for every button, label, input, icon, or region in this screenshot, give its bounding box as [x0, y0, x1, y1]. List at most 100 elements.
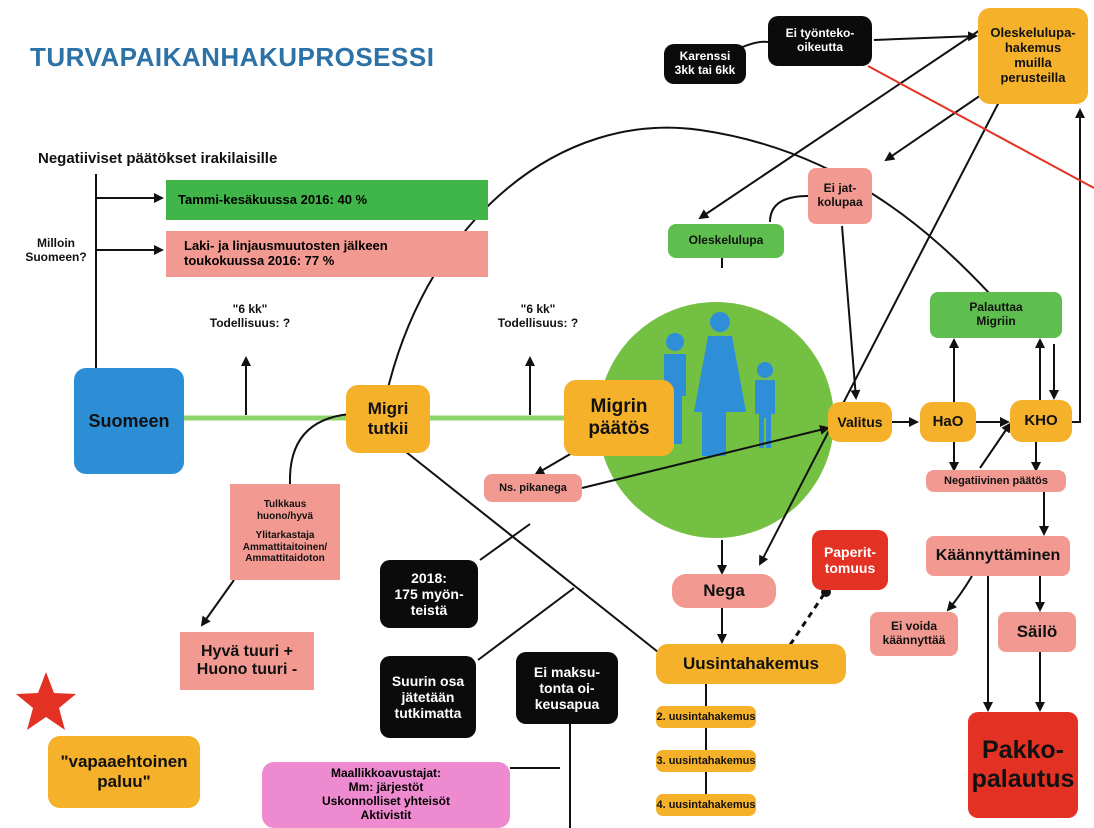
stats-question: Milloin Suomeen?	[25, 236, 87, 265]
reality-1: Todellisuus: ?	[209, 316, 291, 331]
negatiivinen-paatos-node: Negatiivinen päätös	[926, 470, 1066, 492]
suurin-line2: jätetään	[401, 688, 455, 705]
paperittomuus-node: Paperit- tomuus	[812, 530, 888, 590]
tulkkaus-line1: Tulkkaus	[263, 499, 307, 511]
muilla-line3: muilla	[1014, 55, 1052, 70]
ei-jatkolupaa-line1: Ei jat-	[823, 181, 857, 196]
vapaaehtoinen-line1: "vapaaehtoinen	[60, 752, 188, 772]
migri-tutkii-line1: Migri	[367, 399, 409, 419]
nega-label: Nega	[703, 581, 745, 601]
karenssi-line2: 3kk tai 6kk	[674, 63, 736, 77]
uusinta-4-label: 4. uusintahakemus	[656, 798, 756, 811]
maallikko-line1: Maallikkoavustajat:	[330, 766, 442, 781]
kaannyttaminen-node: Käännyttäminen	[926, 536, 1070, 576]
ylitarkastaja-line1: Ylitarkastaja	[255, 530, 315, 542]
kho-node: KHO	[1010, 400, 1072, 442]
suurin-osa-node: Suurin osa jätetään tutkimatta	[380, 656, 476, 738]
ns-pikanega-node: Ns. pikanega	[484, 474, 582, 502]
maallikko-line3: Uskonnolliset yhteisöt	[321, 794, 451, 808]
nega-node: Nega	[672, 574, 776, 608]
negatiivinen-paatos-label: Negatiivinen päätös	[944, 474, 1048, 487]
valitus-label: Valitus	[837, 413, 883, 430]
ei-tyonteko-line1: Ei työnteko-	[785, 26, 855, 41]
ei-tyonteko-node: Ei työnteko- oikeutta	[768, 16, 872, 66]
suomeen-node: Suomeen	[74, 368, 184, 474]
maallikkoavustajat-node: Maallikkoavustajat: Mm: järjestöt Uskonn…	[262, 762, 510, 828]
uusintahakemus-4-node: 4. uusintahakemus	[656, 794, 756, 816]
sailo-node: Säilö	[998, 612, 1076, 652]
vapaaehtoinen-line2: paluu"	[97, 772, 151, 791]
migrin-paatos-node: Migrin päätös	[564, 380, 674, 456]
pakko-line1: Pakko-	[982, 736, 1064, 765]
muilla-line1: Oleskelulupa-	[990, 25, 1076, 41]
karenssi-node: Karenssi 3kk tai 6kk	[664, 44, 746, 84]
tuuri-line1: Hyvä tuuri +	[200, 642, 294, 660]
uusintahakemus-2-node: 2. uusintahakemus	[656, 706, 756, 728]
stats-bar-2: Laki- ja linjausmuutosten jälkeen toukok…	[166, 231, 488, 277]
ei-tyonteko-line2: oikeutta	[796, 40, 843, 54]
uusinta-2-label: 2. uusintahakemus	[656, 710, 756, 723]
six-months-2: "6 kk"	[520, 302, 556, 316]
palauttaa-node: Palauttaa Migriin	[930, 292, 1062, 338]
tuuri-node: Hyvä tuuri + Huono tuuri -	[180, 632, 314, 690]
suomeen-label: Suomeen	[88, 410, 170, 431]
kho-label: KHO	[1024, 412, 1058, 430]
y2018-node: 2018: 175 myön- teistä	[380, 560, 478, 628]
stats-bar-1: Tammi-kesäkuussa 2016: 40 %	[166, 180, 488, 220]
kaannyttaminen-label: Käännyttäminen	[935, 546, 1061, 564]
y2018-line1: 2018:	[411, 569, 447, 586]
uusintahakemus-3-node: 3. uusintahakemus	[656, 750, 756, 772]
ei-voida-node: Ei voida käännyttää	[870, 612, 958, 656]
uusintahakemus-label: Uusintahakemus	[682, 654, 820, 674]
maallikko-line2: Mm: järjestöt	[348, 780, 424, 795]
oleskelulupa-node: Oleskelulupa	[668, 224, 784, 258]
maksu-line1: Ei maksu-	[533, 663, 601, 680]
tulkkaus-node: Tulkkaus huono/hyvä Ylitarkastaja Ammatt…	[230, 484, 340, 580]
muilla-line2: hakemus	[1004, 40, 1062, 56]
oleskelulupa-label: Oleskelulupa	[688, 233, 764, 248]
tuuri-line2: Huono tuuri -	[196, 661, 298, 678]
paperittomuus-line1: Paperit-	[823, 543, 877, 560]
muilla-line4: perusteilla	[1000, 69, 1066, 85]
stats-heading: Negatiiviset päätökset irakilaisille	[38, 150, 278, 167]
migrin-paatos-line1: Migrin	[590, 396, 648, 418]
ns-pikanega-label: Ns. pikanega	[499, 481, 567, 494]
hao-node: HaO	[920, 402, 976, 442]
ylitarkastaja-line2: Ammattitaitoinen/	[242, 541, 328, 553]
suurin-line1: Suurin osa	[391, 672, 465, 689]
migri-tutkii-node: Migri tutkii	[346, 385, 430, 453]
six-months-1: "6 kk"	[232, 302, 268, 316]
timeline-label-2: "6 kk" Todellisuus: ?	[488, 302, 588, 331]
sailo-label: Säilö	[1016, 622, 1058, 642]
family-icon	[664, 312, 775, 456]
ei-jatkolupaa-line2: kolupaa	[817, 195, 863, 209]
migrin-paatos-line2: päätös	[588, 418, 650, 439]
suurin-line3: tutkimatta	[394, 705, 462, 722]
vapaaehtoinen-paluu-node: "vapaaehtoinen paluu"	[48, 736, 200, 808]
valitus-node: Valitus	[828, 402, 892, 442]
pakkopalautus-node: Pakko- palautus	[968, 712, 1078, 818]
uusinta-3-label: 3. uusintahakemus	[656, 754, 756, 767]
timeline-label-1: "6 kk" Todellisuus: ?	[196, 302, 304, 331]
y2018-line2: 175 myön-	[394, 585, 464, 602]
y2018-line3: teistä	[410, 602, 448, 619]
maksu-line2: tonta oi-	[539, 679, 595, 696]
ei-jatkolupaa-node: Ei jat- kolupaa	[808, 168, 872, 224]
paperittomuus-line2: tomuus	[824, 560, 876, 576]
palauttaa-line2: Migriin	[976, 314, 1016, 328]
stats-bar-2-line1: Laki- ja linjausmuutosten jälkeen	[184, 238, 388, 254]
ei-voida-line2: käännyttää	[882, 633, 946, 647]
migri-tutkii-line2: tutkii	[367, 419, 409, 438]
stats-bar-2-line2: toukokuussa 2016: 77 %	[184, 253, 335, 268]
star-icon	[16, 672, 76, 730]
oleskelulupahakemus-muilla-node: Oleskelulupa- hakemus muilla perusteilla	[978, 8, 1088, 104]
ylitarkastaja-line3: Ammattitaidoton	[245, 553, 325, 565]
stats-bar-1-text: Tammi-kesäkuussa 2016: 40 %	[178, 191, 368, 207]
ei-voida-line1: Ei voida	[890, 619, 937, 634]
page-title: TURVAPAIKANHAKUPROSESSI	[30, 42, 435, 72]
reality-2: Todellisuus: ?	[497, 316, 579, 331]
hao-label: HaO	[932, 413, 964, 431]
pakko-line2: palautus	[971, 765, 1075, 793]
maallikko-line4: Aktivistit	[360, 807, 412, 822]
